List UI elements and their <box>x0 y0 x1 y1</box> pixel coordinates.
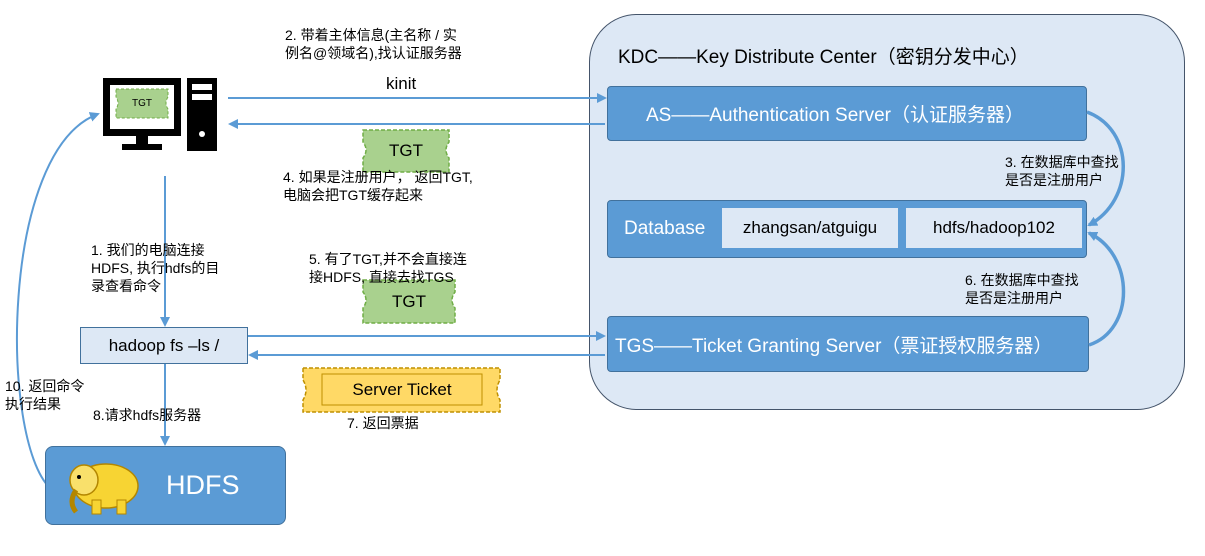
step6-label: 6. 在数据库中查找是否是注册用户 <box>965 272 1079 306</box>
hdfs-label: HDFS <box>166 470 240 500</box>
step5-label: 5. 有了TGT,并不会直接连接HDFS, 直接去找TGS <box>309 251 467 285</box>
arrow-tgs-to-db <box>1087 231 1126 347</box>
database-label: Database <box>624 218 706 239</box>
arrow-return-result <box>16 112 100 489</box>
step7-label: 7. 返回票据 <box>347 415 419 431</box>
as-server-box: AS——Authentication Server（认证服务器） <box>607 86 1087 141</box>
kdc-title: KDC——Key Distribute Center（密钥分发中心） <box>618 47 1029 68</box>
as-server-label: AS——Authentication Server（认证服务器） <box>646 105 1025 126</box>
database-entry: hdfs/hadoop102 <box>906 208 1082 248</box>
tgs-server-label: TGS——Ticket Granting Server（票证授权服务器） <box>615 335 1053 357</box>
tgt-ticket-reuse-label: TGT <box>392 291 426 311</box>
tgt-ticket-returned-shape <box>362 129 450 173</box>
arrow-as-to-db <box>1086 110 1125 227</box>
step10-label: 10. 返回命令执行结果 <box>5 378 85 412</box>
step8-label: 8.请求hdfs服务器 <box>93 407 202 423</box>
server-ticket-shape <box>302 367 501 413</box>
hadoop-command-box: hadoop fs –ls / <box>80 327 248 364</box>
tgt-ticket-returned-label: TGT <box>389 141 423 160</box>
monitor-tgt-ticket-shape <box>115 88 169 119</box>
step4-label: 4. 如果是注册用户， 返回TGT,电脑会把TGT缓存起来 <box>283 169 473 203</box>
tgt-ticket-reuse-shape <box>362 279 456 324</box>
hadoop-elephant-icon <box>69 463 139 515</box>
tgs-server-box: TGS——Ticket Granting Server（票证授权服务器） <box>607 316 1089 372</box>
step3-label: 3. 在数据库中查找是否是注册用户 <box>1005 154 1119 188</box>
database-entry: zhangsan/atguigu <box>722 208 898 248</box>
monitor-tgt-label: TGT <box>132 98 152 109</box>
kinit-label: kinit <box>386 74 417 93</box>
server-ticket-label: Server Ticket <box>352 379 452 399</box>
step2-label: 2. 带着主体信息(主名称 / 实例名@领域名),找认证服务器 <box>285 27 462 61</box>
